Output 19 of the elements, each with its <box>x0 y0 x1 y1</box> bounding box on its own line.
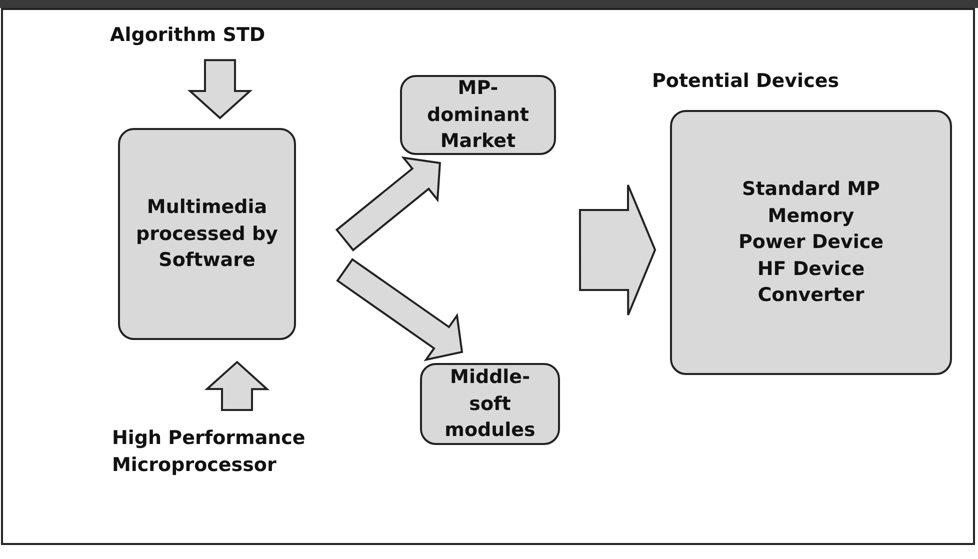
box-text: Converter <box>758 283 864 308</box>
block-arrow <box>578 184 656 316</box>
process-box <box>420 363 560 445</box>
box-text: Middle-soft modules <box>444 365 536 444</box>
box-text: Power Device <box>738 230 884 256</box>
section-heading: Potential Devices <box>652 69 840 94</box>
box-text: MP-dominant Market <box>426 76 530 154</box>
heading-text: Algorithm STD <box>110 22 266 48</box>
block-arrow <box>335 156 441 252</box>
box-text: Multimedia processed by Software <box>136 195 278 274</box>
box-text: Standard MP <box>742 177 880 202</box>
box-text: Memory <box>768 204 854 229</box>
block-arrow <box>204 360 270 412</box>
heading-text: High Performance Microprocessor <box>112 426 306 478</box>
process-box <box>118 128 296 340</box>
process-box <box>400 75 556 155</box>
block-arrow <box>336 258 464 362</box>
block-arrow <box>187 59 253 120</box>
box-text: HF Device <box>757 256 865 282</box>
